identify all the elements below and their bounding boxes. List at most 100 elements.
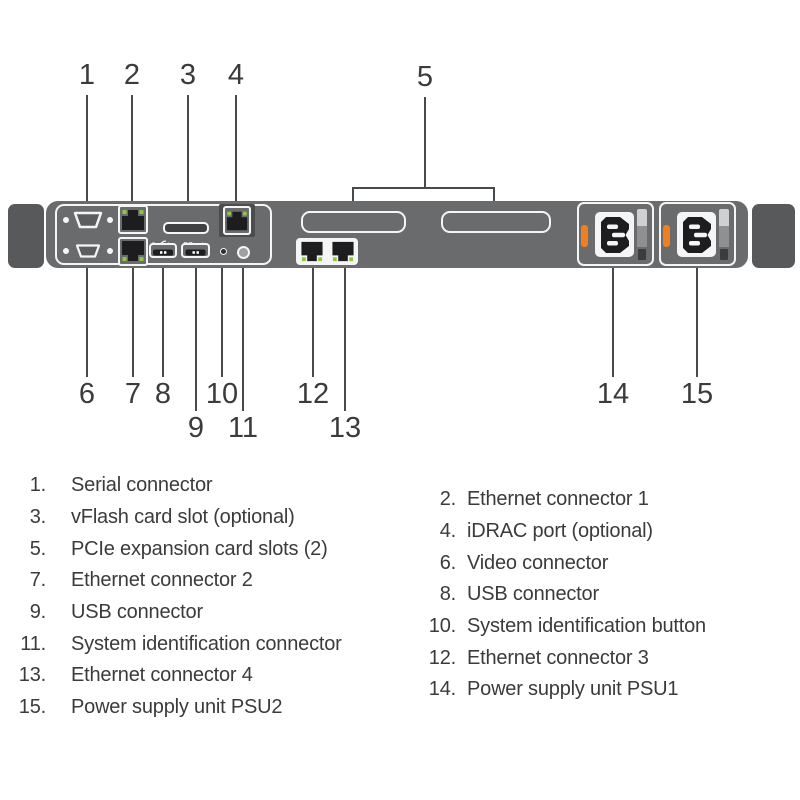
callout-number-4: 4 (227, 59, 245, 91)
legend-left-column: 1. Serial connector 3. vFlash card slot (o… (18, 470, 342, 724)
legend-number: 3. (29, 506, 46, 529)
callout-number-11: 11 (227, 412, 259, 444)
legend-item-6: 6. Video connector (424, 547, 706, 579)
legend-label: Video connector (467, 551, 609, 574)
serial-screw-left (63, 217, 69, 223)
legend-item-1: 1. Serial connector (18, 470, 342, 502)
ethernet-port-4 (332, 241, 354, 262)
legend-item-2: 2. Ethernet connector 1 (424, 484, 706, 516)
pcie-slot-1 (301, 211, 406, 233)
system-status-led (220, 248, 227, 255)
psu-2-handle (719, 209, 729, 262)
callout-line-7 (132, 266, 134, 377)
legend-label: Ethernet connector 3 (467, 646, 649, 669)
callout-line-15 (696, 266, 698, 377)
legend-label: Serial connector (71, 474, 213, 497)
legend-label: Ethernet connector 1 (467, 488, 649, 511)
pcie-slot-2 (441, 211, 551, 233)
psu-2-inlet-bezel (677, 212, 716, 257)
callout-number-7: 7 (124, 378, 142, 410)
serial-screw-right (107, 217, 113, 223)
legend-label: Ethernet connector 4 (71, 664, 253, 687)
legend-item-3: 3. vFlash card slot (optional) (18, 502, 342, 534)
psu-1-handle-top (637, 209, 647, 226)
callout-number-14: 14 (596, 378, 630, 410)
legend-number: 10. (428, 615, 456, 638)
callout-line-6 (86, 257, 88, 377)
callout-line-14 (612, 266, 614, 377)
legend-item-11: 11. System identification connector (18, 628, 342, 660)
psu-1-inlet-bezel (595, 212, 634, 257)
legend-number: 12. (428, 646, 456, 669)
legend-number: 6. (439, 551, 456, 574)
callout-number-9: 9 (187, 412, 205, 444)
legend-number: 2. (439, 488, 456, 511)
ethernet-port-3 (301, 241, 323, 262)
legend-number: 13. (18, 664, 46, 687)
callout-line-13 (344, 265, 346, 411)
callout-number-2: 2 (123, 59, 141, 91)
vflash-card-slot (163, 222, 209, 234)
legend-label: vFlash card slot (optional) (71, 506, 295, 529)
callout-line-10 (221, 256, 223, 377)
legend-label: Power supply unit PSU1 (467, 678, 679, 701)
legend-label: Power supply unit PSU2 (71, 696, 283, 719)
legend-item-8: 8.USB connector (424, 579, 706, 611)
video-connector (75, 244, 101, 258)
callout-number-1: 1 (78, 59, 96, 91)
callout-number-3: 3 (179, 59, 197, 91)
psu-1-handle (637, 209, 647, 262)
callout-line-2 (131, 95, 133, 205)
idrac-port (223, 206, 251, 235)
psu-1 (577, 202, 654, 266)
video-screw-right (107, 248, 113, 254)
callout-line-9 (195, 259, 197, 411)
legend-right-column: 2. Ethernet connector 1 4. iDRAC port (opt… (424, 484, 706, 706)
psu-2-c14-inlet (682, 216, 711, 253)
legend-item-15: 15. Power supply unit PSU2 (18, 692, 342, 724)
callout-line-4 (235, 95, 237, 203)
legend-item-10: 10. System identification button (424, 611, 706, 643)
legend-label: iDRAC port (optional) (467, 520, 653, 543)
legend-label: USB connector (71, 601, 203, 624)
ethernet-port-1 (118, 205, 148, 234)
psu-2 (659, 202, 736, 266)
legend-number: 15. (18, 696, 46, 719)
psu-2-handle-latch (720, 249, 728, 260)
legend-label: Ethernet connector 2 (71, 569, 253, 592)
legend-label: System identification button (467, 615, 706, 638)
psu-2-handle-mid (719, 226, 729, 247)
legend-label: System identification connector (71, 632, 342, 655)
callout-line-11 (242, 259, 244, 411)
callout-number-15: 15 (680, 378, 714, 410)
legend-item-14: 14. Power supply unit PSU1 (424, 674, 706, 706)
psu-1-handle-mid (637, 226, 647, 247)
callout-line-5 (424, 97, 426, 188)
video-screw-left (63, 248, 69, 254)
psu-2-handle-top (719, 209, 729, 226)
psu-1-handle-latch (638, 249, 646, 260)
legend-number: 11. (20, 632, 46, 655)
legend-item-7: 7.Ethernet connector 2 (18, 565, 342, 597)
legend-item-9: 9.USB connector (18, 597, 342, 629)
callout-number-13: 13 (328, 412, 362, 444)
callout-number-6: 6 (78, 378, 96, 410)
rack-ear-right (752, 204, 795, 268)
callout-number-10: 10 (205, 378, 239, 410)
legend-number: 14. (428, 678, 456, 701)
legend-item-12: 12. Ethernet connector 3 (424, 642, 706, 674)
ethernet-port-2 (118, 237, 148, 266)
legend-number: 1. (29, 474, 46, 497)
callout-number-5: 5 (416, 61, 434, 93)
callout-bracket-5-right-stub (493, 187, 495, 212)
io-panel-outline (55, 204, 272, 265)
legend-number: 4. (439, 520, 456, 543)
psu-1-release-clip (581, 225, 588, 247)
legend-number: 8. (439, 583, 456, 606)
callout-line-8 (162, 259, 164, 377)
legend-item-4: 4. iDRAC port (optional) (424, 516, 706, 548)
callout-bracket-5 (352, 187, 495, 189)
usb-port-2 (181, 243, 210, 258)
usb-port-1 (149, 243, 177, 258)
